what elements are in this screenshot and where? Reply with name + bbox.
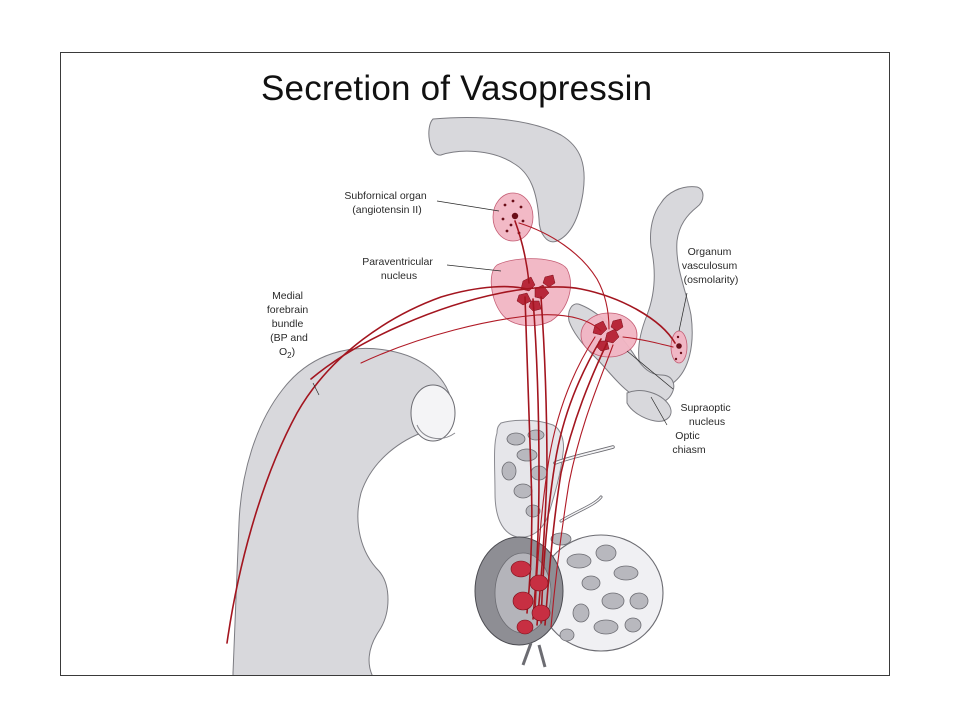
label-optic-chiasm: Optic chiasm bbox=[672, 430, 706, 456]
label-paraventricular: Paraventricular nucleus bbox=[362, 256, 436, 282]
fornix-arch bbox=[428, 117, 585, 243]
slide-frame: Secretion of Vasopressin bbox=[60, 52, 890, 676]
mammillary-shadow bbox=[416, 424, 456, 440]
organum-cells bbox=[674, 335, 683, 361]
leader-lines bbox=[312, 200, 688, 426]
label-o2: O2) bbox=[279, 346, 295, 360]
paraventricular-neurons bbox=[516, 274, 556, 312]
optic-chiasm bbox=[626, 390, 672, 422]
lamina-terminalis bbox=[638, 186, 704, 389]
neural-pathways bbox=[226, 220, 676, 644]
label-supraoptic: Supraoptic nucleus bbox=[680, 402, 733, 428]
label-organum: Organum vasculosum (osmolarity) bbox=[682, 246, 740, 286]
label-medial-forebrain: Medial forebrain bundle (BP and bbox=[267, 290, 311, 344]
axon-terminals bbox=[510, 560, 551, 635]
mammillary-body bbox=[410, 384, 456, 442]
stalk-vessel-inner bbox=[560, 496, 602, 522]
inferior-vessel bbox=[521, 642, 547, 668]
label-subfornical: Subfornical organ (angiotensin II) bbox=[344, 190, 429, 216]
hypophyseal-vessel-inner bbox=[554, 446, 614, 464]
supraoptic-neurons bbox=[592, 318, 624, 352]
slide-title: Secretion of Vasopressin bbox=[261, 69, 653, 108]
vasopressin-diagram: Subfornical organ (angiotensin II) Parav… bbox=[226, 117, 740, 675]
